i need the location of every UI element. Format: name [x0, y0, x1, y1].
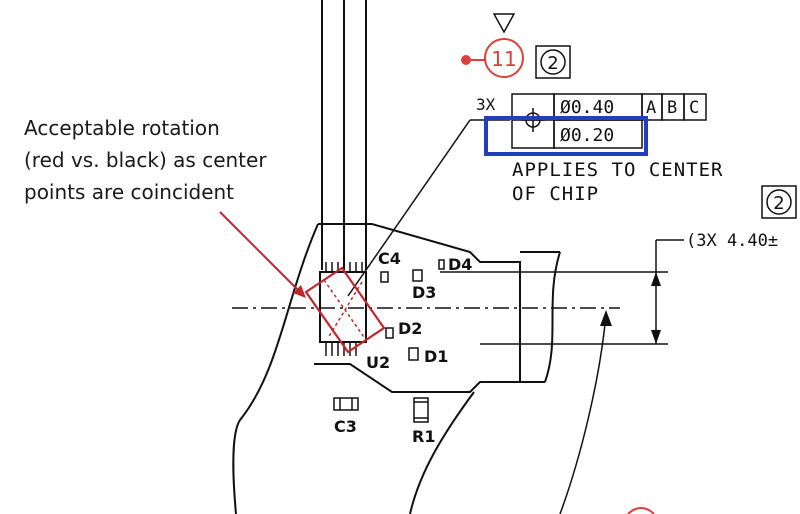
label-u2: U2 — [366, 353, 390, 372]
annotation-line-1: Acceptable rotation — [24, 116, 220, 140]
label-c3: C3 — [334, 417, 357, 436]
component-c3-pad — [333, 397, 359, 411]
flag-box — [535, 45, 571, 79]
annotation-arrow — [219, 211, 301, 293]
fcf-tol-2: Ø0.20 — [560, 125, 614, 146]
fcf-tol-1: Ø0.40 — [560, 97, 614, 118]
annotation-line-2: (red vs. black) as center — [24, 148, 267, 172]
dim-arrow-up — [651, 272, 661, 286]
label-d3: D3 — [412, 283, 436, 302]
outer-arc-bottom — [409, 391, 475, 514]
balloon-circle — [484, 38, 524, 78]
fcf-count: 3X — [476, 95, 496, 114]
annotation-line-3: points are coincident — [24, 180, 235, 204]
flag-circle-right — [766, 189, 792, 215]
fcf-highlight-box — [484, 116, 648, 156]
note-line-2: OF CHIP — [512, 183, 599, 205]
datum-triangle-icon — [492, 13, 516, 34]
leader-line — [559, 313, 607, 514]
component-d1-pad — [408, 347, 419, 361]
flag-value: 2 — [547, 53, 558, 74]
component-r1-pad — [413, 397, 429, 423]
chip-rotated-red — [304, 266, 386, 354]
partial-red-shape — [627, 507, 655, 514]
board-curve-right — [544, 251, 561, 383]
chip-pins-top — [325, 262, 363, 272]
note-line-1: APPLIES TO CENTER — [512, 159, 723, 181]
balloon-dot — [461, 55, 471, 65]
fcf-datum-a: A — [646, 98, 656, 118]
flag-circle — [540, 49, 566, 75]
fcf-datum-c: C — [689, 98, 699, 118]
flag-box-right — [761, 185, 797, 219]
component-d4-pad — [438, 259, 445, 270]
vertical-traces — [321, 0, 367, 270]
component-d2-pad — [385, 327, 394, 339]
label-d1: D1 — [424, 347, 448, 366]
flag-value-right: 2 — [773, 193, 784, 214]
label-d2: D2 — [398, 319, 422, 338]
dim-arrow-down — [651, 330, 661, 344]
fcf-leader-diag — [347, 119, 471, 297]
chip-pins-bottom — [325, 342, 357, 356]
chip-body-black — [319, 271, 367, 343]
outer-arc-left — [232, 223, 319, 514]
annotation-arrowhead — [293, 285, 306, 298]
label-d4: D4 — [448, 255, 472, 274]
label-c4: C4 — [378, 249, 401, 268]
component-d3-pad — [412, 269, 423, 282]
feature-control-frame: 3X Ø0.40 A B C Ø0.20 — [476, 93, 707, 156]
fcf-datum-b: B — [667, 98, 677, 118]
label-r1: R1 — [412, 427, 435, 446]
dimension-text: (3X 4.40± — [686, 231, 778, 251]
component-c4-pad — [380, 271, 389, 283]
leader-arrow — [600, 310, 612, 326]
balloon-number: 11 — [491, 47, 516, 71]
